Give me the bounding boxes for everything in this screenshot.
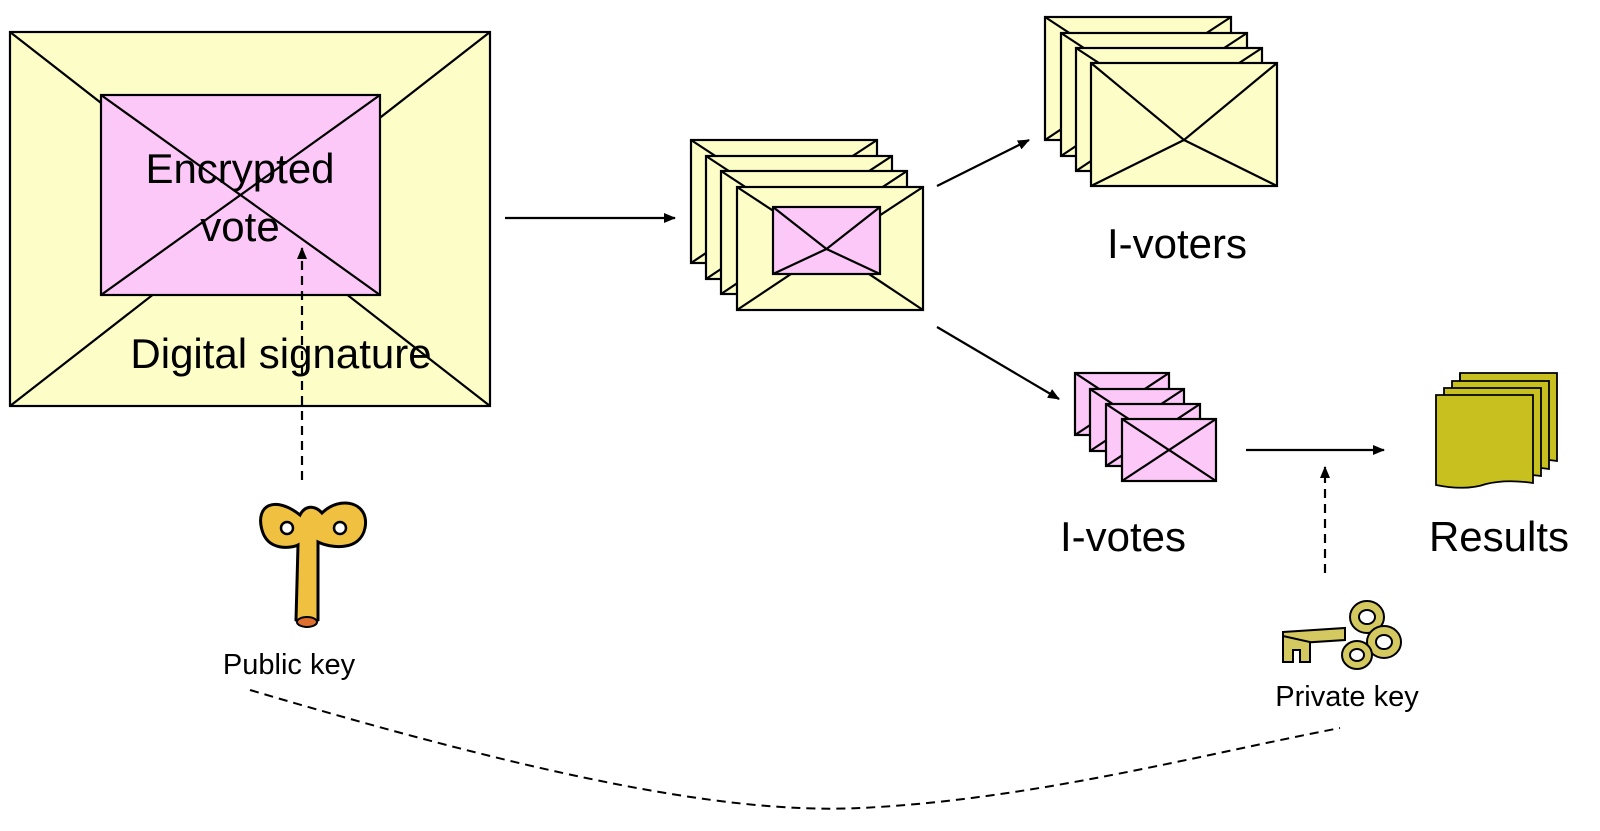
i-votes-label: I-votes xyxy=(1060,513,1186,560)
i-votes-stack xyxy=(1073,371,1218,483)
i-voters-label: I-voters xyxy=(1107,220,1247,267)
arrow-to-i-voters xyxy=(936,139,1030,187)
signed-envelopes-stack xyxy=(689,138,925,312)
digital-signature-label: Digital signature xyxy=(130,330,431,377)
document-stack-icon xyxy=(1435,372,1558,489)
encrypted-vote-envelope xyxy=(99,93,382,297)
key-pair-dashed-curve xyxy=(249,689,1341,810)
key-icon xyxy=(259,501,367,628)
arrow-to-i-votes xyxy=(936,326,1060,400)
public-key-label: Public key xyxy=(223,649,356,681)
encrypted-vote-label-line1: Encrypted xyxy=(145,145,334,192)
i-voters-stack xyxy=(1043,15,1279,188)
private-key-label: Private key xyxy=(1275,681,1419,713)
results-label: Results xyxy=(1429,513,1569,560)
key-icon xyxy=(1282,600,1402,670)
encrypted-vote-label-line2: vote xyxy=(200,203,279,250)
signed-envelope: Encrypted vote Digital signature xyxy=(8,30,492,408)
